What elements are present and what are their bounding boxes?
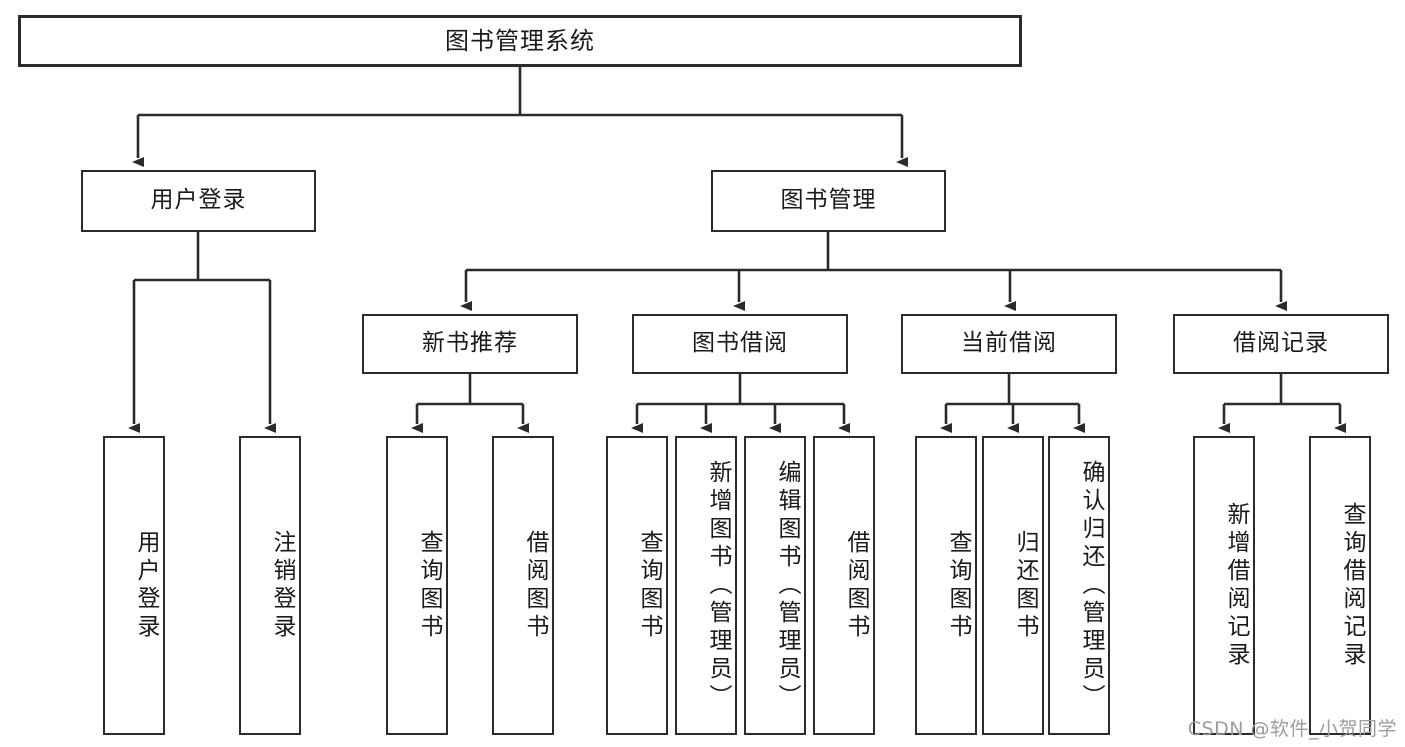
leaf-label: 查询图书 (945, 529, 971, 642)
node-user-login[interactable]: 用户登录 (81, 170, 316, 232)
leaf-label: 借阅图书 (843, 529, 869, 642)
leaf-current-query-book[interactable]: 查询图书 (915, 436, 977, 735)
node-current-borrow[interactable]: 当前借阅 (901, 314, 1117, 374)
leaf-record-add-record[interactable]: 新增借阅记录 (1193, 436, 1255, 735)
leaf-borrow-add-book[interactable]: 新增图书（管理员） (675, 436, 737, 735)
leaf-label: 新增图书（管理员） (705, 459, 731, 712)
leaf-recommend-borrow-book[interactable]: 借阅图书 (492, 436, 554, 735)
leaf-label: 编辑图书（管理员） (774, 459, 800, 712)
leaf-label: 归还图书 (1012, 529, 1038, 642)
node-root-system[interactable]: 图书管理系统 (18, 15, 1022, 67)
leaf-borrow-query-book[interactable]: 查询图书 (606, 436, 668, 735)
leaf-recommend-query-book[interactable]: 查询图书 (386, 436, 448, 735)
leaf-current-confirm-return[interactable]: 确认归还（管理员） (1048, 436, 1110, 735)
node-borrow-record[interactable]: 借阅记录 (1173, 314, 1389, 374)
leaf-label: 注销登录 (269, 529, 295, 642)
watermark-text: CSDN @软件_小贺同学 (1187, 718, 1397, 740)
leaf-user-login-logout[interactable]: 注销登录 (239, 436, 301, 735)
leaf-label: 借阅图书 (522, 529, 548, 642)
leaf-user-login-login[interactable]: 用户登录 (103, 436, 165, 735)
leaf-label: 用户登录 (133, 529, 159, 642)
leaf-label: 查询图书 (636, 529, 662, 642)
leaf-label: 确认归还（管理员） (1078, 459, 1104, 712)
node-book-borrow[interactable]: 图书借阅 (632, 314, 848, 374)
leaf-borrow-borrow-book[interactable]: 借阅图书 (813, 436, 875, 735)
leaf-label: 查询图书 (416, 529, 442, 642)
leaf-label: 查询借阅记录 (1339, 501, 1365, 670)
leaf-borrow-edit-book[interactable]: 编辑图书（管理员） (744, 436, 806, 735)
leaf-label: 新增借阅记录 (1223, 501, 1249, 670)
leaf-current-return-book[interactable]: 归还图书 (982, 436, 1044, 735)
leaf-record-query-record[interactable]: 查询借阅记录 (1309, 436, 1371, 735)
node-book-management[interactable]: 图书管理 (711, 170, 946, 232)
node-new-book-recommend[interactable]: 新书推荐 (362, 314, 578, 374)
